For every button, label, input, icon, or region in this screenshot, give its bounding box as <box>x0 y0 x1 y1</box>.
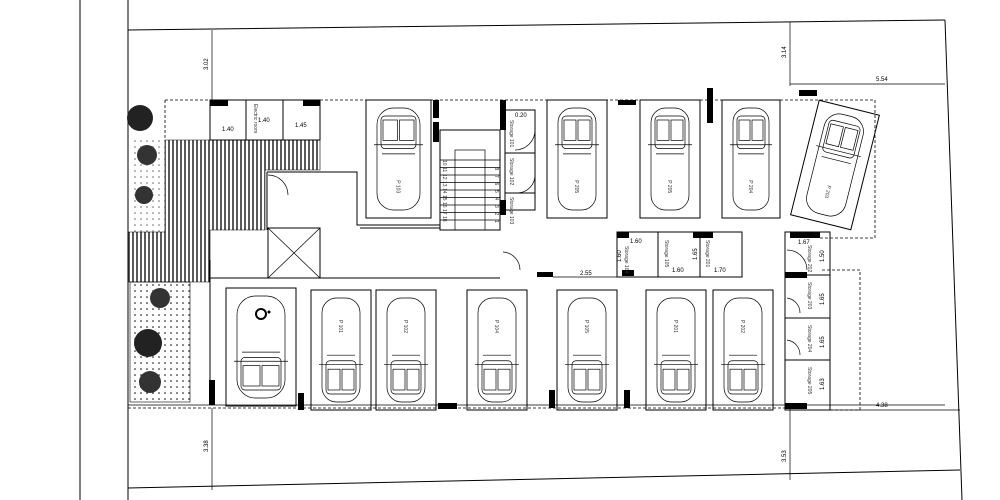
storage-label: Storage 102 <box>508 158 514 185</box>
storage-block-right <box>784 231 831 411</box>
car-icon <box>475 297 519 403</box>
storage-label: Storage 103 <box>508 197 514 224</box>
dimension-label: 0.20 <box>515 113 527 119</box>
dimension-label: 1.60 <box>630 239 642 245</box>
parking-stall: P 104 <box>466 289 528 411</box>
dimension-label: 1.63 <box>820 378 826 390</box>
storage-label: Storage 101 <box>508 120 514 147</box>
dimension-label: 1.65 <box>820 336 826 348</box>
stair-step-number: 17 <box>441 209 447 215</box>
parking-stall: P 204 <box>721 99 781 219</box>
parking-stall-label: P 102 <box>402 320 408 333</box>
parking-stall: P 102 <box>375 289 437 411</box>
parking-stall: P 103 <box>365 99 432 219</box>
dimension-label: 1.67 <box>798 240 810 246</box>
dimension-label: 1.60 <box>672 268 684 274</box>
parking-stall-label: P 205 <box>666 180 672 193</box>
parking-stall-label: P 203 <box>823 185 832 199</box>
dimension-label: 3.38 <box>204 440 210 452</box>
parking-stall: P 205 <box>546 99 608 219</box>
column-walls <box>209 88 817 410</box>
parking-stall: P 201 <box>645 289 707 411</box>
storage-block-middle <box>537 231 743 278</box>
stair-step-number: 1 <box>493 220 499 223</box>
electric-rooms: Electric room <box>209 99 321 141</box>
parking-stall-label: P 205 <box>573 180 579 193</box>
dimension-label: 1.40 <box>258 118 270 124</box>
stair-step-number: 18 <box>441 216 447 222</box>
parking-stall-label: P 101 <box>337 320 343 333</box>
dimension-label: 1.50 <box>820 250 826 262</box>
storage-label: Storage 205 <box>806 367 812 394</box>
stair-step-number: 5 <box>493 190 499 193</box>
car-icon <box>555 107 599 211</box>
dimension-label: 1.40 <box>222 127 234 133</box>
stair-step-number: 6 <box>493 183 499 186</box>
car-icon <box>565 297 609 403</box>
electric-room-label: Electric room <box>252 104 258 133</box>
car-icon <box>648 107 692 211</box>
storage-label: Storage 105 <box>663 240 669 267</box>
parking-stall: P 101 <box>310 289 372 411</box>
parking-stall-label: P 201 <box>672 320 678 333</box>
site-boundary <box>79 0 963 500</box>
storage-block-left <box>500 100 536 271</box>
storage-label: Storage 203 <box>806 282 812 309</box>
dimension-label: 1.70 <box>714 268 726 274</box>
stair-step-number: 7 <box>493 175 499 178</box>
car-icon <box>806 113 864 217</box>
elevator-icon <box>267 227 321 279</box>
parking-stall-label: P 204 <box>747 180 753 193</box>
dimension-label: 3.53 <box>782 450 788 462</box>
dimension-label: 1.65 <box>820 293 826 305</box>
staircase <box>439 129 501 231</box>
dimension-label: 1.65 <box>693 248 699 260</box>
parking-stall-label: P 104 <box>493 320 499 333</box>
parking-stall: P 105 <box>556 289 618 411</box>
car-icon <box>319 297 363 403</box>
storage-label: Storage 204 <box>806 325 812 352</box>
storage-label: Storage 201 <box>704 240 710 267</box>
car-icon <box>654 297 698 403</box>
parking-stall-label: P 105 <box>583 320 589 333</box>
parking-stall: P 203 <box>790 99 880 231</box>
storage-label: Storage 104 <box>623 246 629 273</box>
stair-step-number: 15 <box>441 195 447 201</box>
stair-step-number: 2 <box>493 213 499 216</box>
stair-step-number: 12 <box>441 174 447 180</box>
parking-stall <box>225 287 297 407</box>
car-icon <box>234 295 288 399</box>
wheelchair-icon <box>255 308 271 320</box>
dimension-lines <box>211 22 960 490</box>
car-icon <box>374 107 423 211</box>
stair-step-number: 10 <box>441 160 447 166</box>
car-icon <box>730 107 772 211</box>
parking-stall: P 202 <box>712 289 774 411</box>
stair-step-number: 8 <box>493 168 499 171</box>
dimension-label: 1.45 <box>295 123 307 129</box>
dimension-label: 1.60 <box>617 250 623 262</box>
stair-step-number: 13 <box>441 181 447 187</box>
storage-label: Storage 202 <box>806 245 812 272</box>
dimension-label: 2.55 <box>580 271 592 277</box>
stair-step-number: 11 <box>441 167 447 172</box>
plant-icon <box>127 105 170 393</box>
parking-stall-label: P 103 <box>395 180 401 193</box>
stair-step-number: 3 <box>493 205 499 208</box>
car-icon <box>721 297 765 403</box>
stair-step-number: 16 <box>441 202 447 208</box>
parking-stall: P 205 <box>639 99 701 219</box>
stair-step-number: 14 <box>441 188 447 194</box>
dimension-label: 4.38 <box>876 403 888 409</box>
dimension-label: 3.02 <box>204 58 210 70</box>
dimension-label: 3.14 <box>782 46 788 58</box>
dimension-label: 5.54 <box>876 77 888 83</box>
parking-stall-label: P 202 <box>739 320 745 333</box>
landscape-paving <box>127 139 321 403</box>
car-icon <box>384 297 428 403</box>
stair-step-number: 4 <box>493 198 499 201</box>
